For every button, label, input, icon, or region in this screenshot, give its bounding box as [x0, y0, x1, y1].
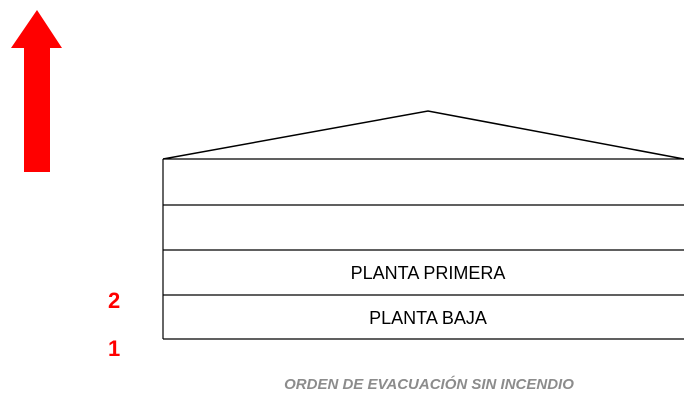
floor-label-planta-baja: PLANTA BAJA	[369, 308, 487, 328]
roof-outline	[162, 110, 684, 160]
diagram-caption: ORDEN DE EVACUACIÓN SIN INCENDIO	[284, 375, 574, 393]
building	[162, 158, 684, 340]
up-arrow-icon	[11, 10, 62, 172]
evacuation-order-number: 2	[108, 288, 120, 313]
floor-label-planta-primera: PLANTA PRIMERA	[351, 263, 506, 283]
evacuation-order-number: 1	[108, 336, 120, 361]
